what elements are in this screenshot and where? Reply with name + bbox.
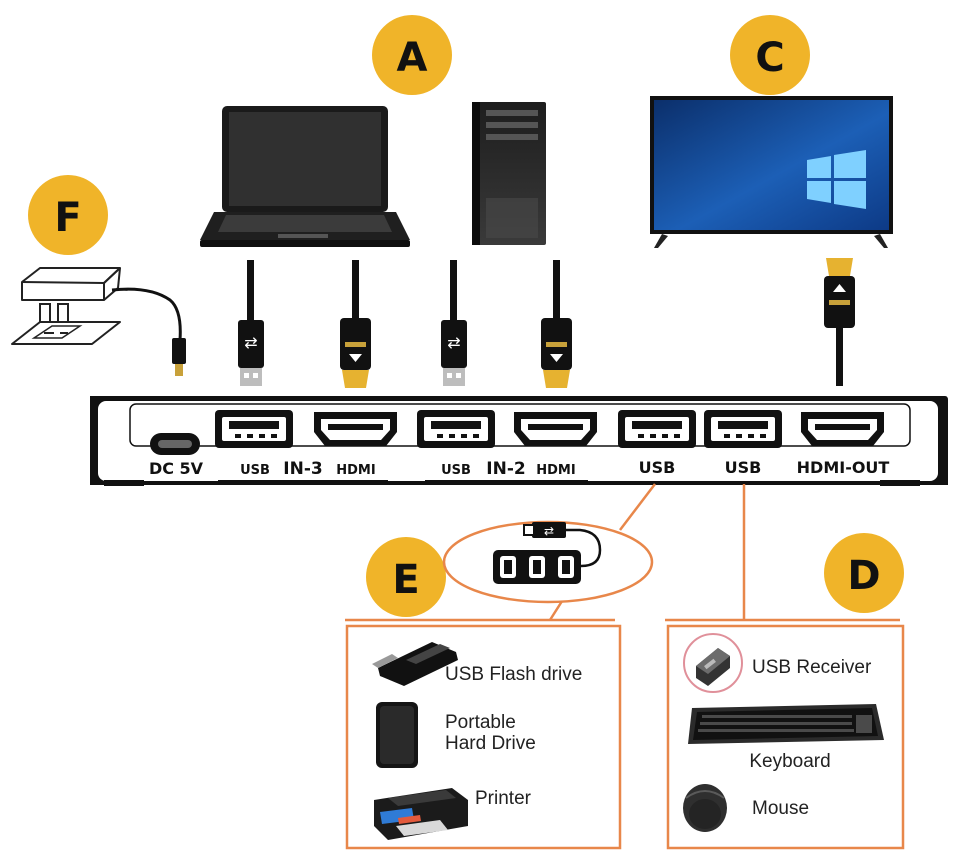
badge-f-circle <box>28 175 108 255</box>
label-in-2: IN-2 <box>486 459 525 479</box>
portable-hard-drive-icon <box>376 702 418 768</box>
usb-port-in2 <box>417 410 495 448</box>
usb-hub-group: ⇄ <box>442 520 654 604</box>
keyboard-label: Keyboard <box>749 751 830 772</box>
badge-a-label: A <box>397 35 428 81</box>
hdmi-cable-in3-icon <box>340 260 371 388</box>
hdmi-port-in3 <box>314 412 397 446</box>
badge-e: E <box>366 537 446 617</box>
hdmi-cable-out-icon <box>824 258 855 386</box>
usb-receiver-icon <box>683 633 743 693</box>
keyboard-icon <box>688 704 884 744</box>
connector-line-hub <box>619 483 656 531</box>
label-hdmi-in3: HDMI <box>336 463 375 478</box>
usb-cable-in3-icon: ⇄ <box>238 260 264 386</box>
kvm-switch: DC 5V USB IN-3 HDMI USB IN-2 HDMI USB US… <box>90 396 948 486</box>
dc-jack-port <box>150 433 200 455</box>
label-hdmi-out: HDMI-OUT <box>797 458 890 477</box>
badge-f: F <box>28 175 108 255</box>
badge-a: A <box>372 15 452 95</box>
mouse-label: Mouse <box>752 798 809 819</box>
usb-flash-drive-icon <box>372 642 458 686</box>
portable-hard-drive-label-line1: Portable <box>445 712 516 733</box>
badge-c: C <box>730 15 810 95</box>
badge-c-circle <box>730 15 810 95</box>
usb-devices-box: USB Flash drive Portable Hard Drive Prin… <box>345 618 622 850</box>
printer-icon <box>374 788 468 840</box>
label-hdmi-in2: HDMI <box>536 463 575 478</box>
label-dc-5v: DC 5V <box>149 459 204 478</box>
svg-text:⇄: ⇄ <box>244 333 257 352</box>
usb-port-in3 <box>215 410 293 448</box>
usb-port-3 <box>618 410 696 448</box>
hdmi-cable-in2-icon <box>541 260 572 388</box>
usb-flash-drive-label: USB Flash drive <box>445 664 582 685</box>
usb-hub-icon: ⇄ <box>493 522 602 584</box>
power-adapter-icon <box>11 267 186 376</box>
label-in-3: IN-3 <box>283 459 322 479</box>
mouse-icon <box>683 784 727 832</box>
windows-logo-icon <box>807 150 866 209</box>
desktop-tower-icon <box>472 102 546 245</box>
badge-d-label: D <box>847 553 880 599</box>
badge-e-label: E <box>392 557 419 603</box>
badge-c-label: C <box>755 35 784 81</box>
label-usb-4: USB <box>725 458 762 477</box>
tv-monitor-icon <box>650 96 893 248</box>
laptop-icon <box>200 106 410 247</box>
label-usb-in3: USB <box>240 463 270 478</box>
usb-receiver-label: USB Receiver <box>752 657 872 678</box>
svg-text:⇄: ⇄ <box>447 333 460 352</box>
usb-port-4 <box>704 410 782 448</box>
badge-d-circle <box>824 533 904 613</box>
label-usb-3: USB <box>639 458 676 477</box>
badge-d: D <box>824 533 904 613</box>
hdmi-port-out <box>801 412 884 446</box>
printer-label: Printer <box>475 788 532 809</box>
usb-cable-in2-icon: ⇄ <box>441 260 467 386</box>
badge-e-circle <box>366 537 446 617</box>
input-devices-box: USB Receiver Keyboard Mouse <box>665 618 905 850</box>
portable-hard-drive-label-line2: Hard Drive <box>445 733 536 754</box>
badge-f-label: F <box>54 195 81 241</box>
badge-a-circle <box>372 15 452 95</box>
svg-text:⇄: ⇄ <box>544 524 554 538</box>
label-usb-in2: USB <box>441 463 471 478</box>
hdmi-port-in2 <box>514 412 597 446</box>
